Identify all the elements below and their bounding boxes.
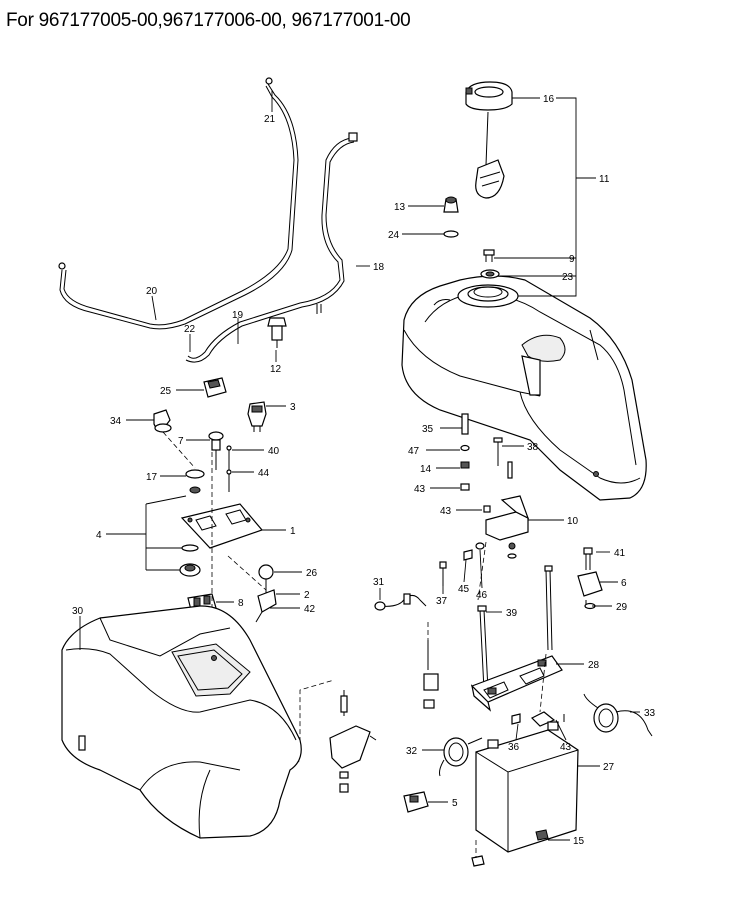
callout-2: 2 <box>304 590 310 601</box>
callout-14: 14 <box>420 464 432 475</box>
callout-6: 6 <box>621 578 627 589</box>
leader-lines <box>79 90 640 841</box>
callout-43-a: 43 <box>414 484 426 495</box>
fuel-cap-16 <box>465 81 513 111</box>
stack-35-47-14-43 <box>460 413 470 491</box>
switch-3 <box>247 401 267 432</box>
plate-1 <box>180 503 264 549</box>
callout-46: 46 <box>476 590 488 601</box>
callout-27: 27 <box>603 762 615 773</box>
fuel-line-20 <box>58 77 299 330</box>
callout-25: 25 <box>160 386 172 397</box>
callout-9: 9 <box>569 254 575 265</box>
body-cover-30 <box>61 605 302 839</box>
callout-20: 20 <box>146 286 158 297</box>
part-9 <box>483 249 495 262</box>
callout-18: 18 <box>373 262 385 273</box>
callout-19: 19 <box>232 310 244 321</box>
callout-28: 28 <box>588 660 600 671</box>
callout-7: 7 <box>178 436 184 447</box>
part-7 <box>208 431 224 470</box>
callout-3: 3 <box>290 402 296 413</box>
callout-labels: 21 16 11 13 24 9 23 18 20 19 22 12 25 3 … <box>72 94 656 847</box>
rod-right <box>544 565 553 651</box>
callout-42: 42 <box>304 604 316 615</box>
callout-15: 15 <box>573 836 585 847</box>
callout-22: 22 <box>184 324 196 335</box>
fuel-line-18 <box>185 132 358 363</box>
callout-33: 33 <box>644 708 656 719</box>
callout-11: 11 <box>599 174 610 185</box>
pin-left <box>78 735 86 751</box>
strap-36 <box>511 711 565 727</box>
wire-31 <box>374 593 427 611</box>
callout-37: 37 <box>436 596 448 607</box>
battery-27 <box>471 721 579 867</box>
cable-33 <box>583 693 653 737</box>
callout-32: 32 <box>406 746 418 757</box>
bolt-38 <box>493 437 513 479</box>
callout-34: 34 <box>110 416 122 427</box>
lever-26-2 <box>255 564 277 623</box>
switch-5 <box>403 791 429 813</box>
relay-6 <box>577 547 603 610</box>
callout-8: 8 <box>238 598 244 609</box>
callout-35: 35 <box>422 424 434 435</box>
callout-44: 44 <box>258 468 270 479</box>
callout-43-b: 43 <box>440 506 452 517</box>
callout-10: 10 <box>567 516 579 527</box>
callout-47: 47 <box>408 446 420 457</box>
callout-36: 36 <box>508 742 520 753</box>
callout-39: 39 <box>506 608 518 619</box>
battery-tray-28 <box>470 655 563 712</box>
callout-30: 30 <box>72 606 84 617</box>
callout-16: 16 <box>543 94 555 105</box>
parts-4 <box>179 544 201 577</box>
callout-1: 1 <box>290 526 296 537</box>
callout-23: 23 <box>562 272 574 283</box>
callout-31: 31 <box>373 577 385 588</box>
part-23 <box>480 269 500 279</box>
page-title: For 967177005-00,967177006-00, 967177001… <box>6 10 411 31</box>
filter-12 <box>267 317 287 348</box>
callout-12: 12 <box>270 364 282 375</box>
terminal-left <box>423 640 439 709</box>
bushing-17 <box>185 469 205 494</box>
knob-25 <box>203 377 227 398</box>
callout-29: 29 <box>616 602 628 613</box>
callout-5: 5 <box>452 798 458 809</box>
callout-41: 41 <box>614 548 626 559</box>
callout-43-c: 43 <box>560 742 572 753</box>
callout-38: 38 <box>527 442 539 453</box>
callout-21: 21 <box>264 114 276 125</box>
strainer <box>475 111 505 199</box>
bolt-39 <box>477 605 489 691</box>
callout-45: 45 <box>458 584 470 595</box>
knob-34 <box>153 409 172 433</box>
bracket-lower <box>329 690 377 793</box>
callout-13: 13 <box>394 202 406 213</box>
dashed-guides-right <box>427 541 547 858</box>
callout-24: 24 <box>388 230 400 241</box>
fasteners-37-45-46 <box>439 542 485 586</box>
callout-17: 17 <box>146 472 158 483</box>
screw-40-44 <box>226 445 232 492</box>
part-13 <box>443 196 459 213</box>
callout-26: 26 <box>306 568 318 579</box>
fuel-tank <box>401 275 647 501</box>
washer-24 <box>443 230 459 238</box>
callout-4: 4 <box>96 530 102 541</box>
cable-32 <box>439 737 483 777</box>
callout-40: 40 <box>268 446 280 457</box>
bracket-10 <box>483 495 530 559</box>
